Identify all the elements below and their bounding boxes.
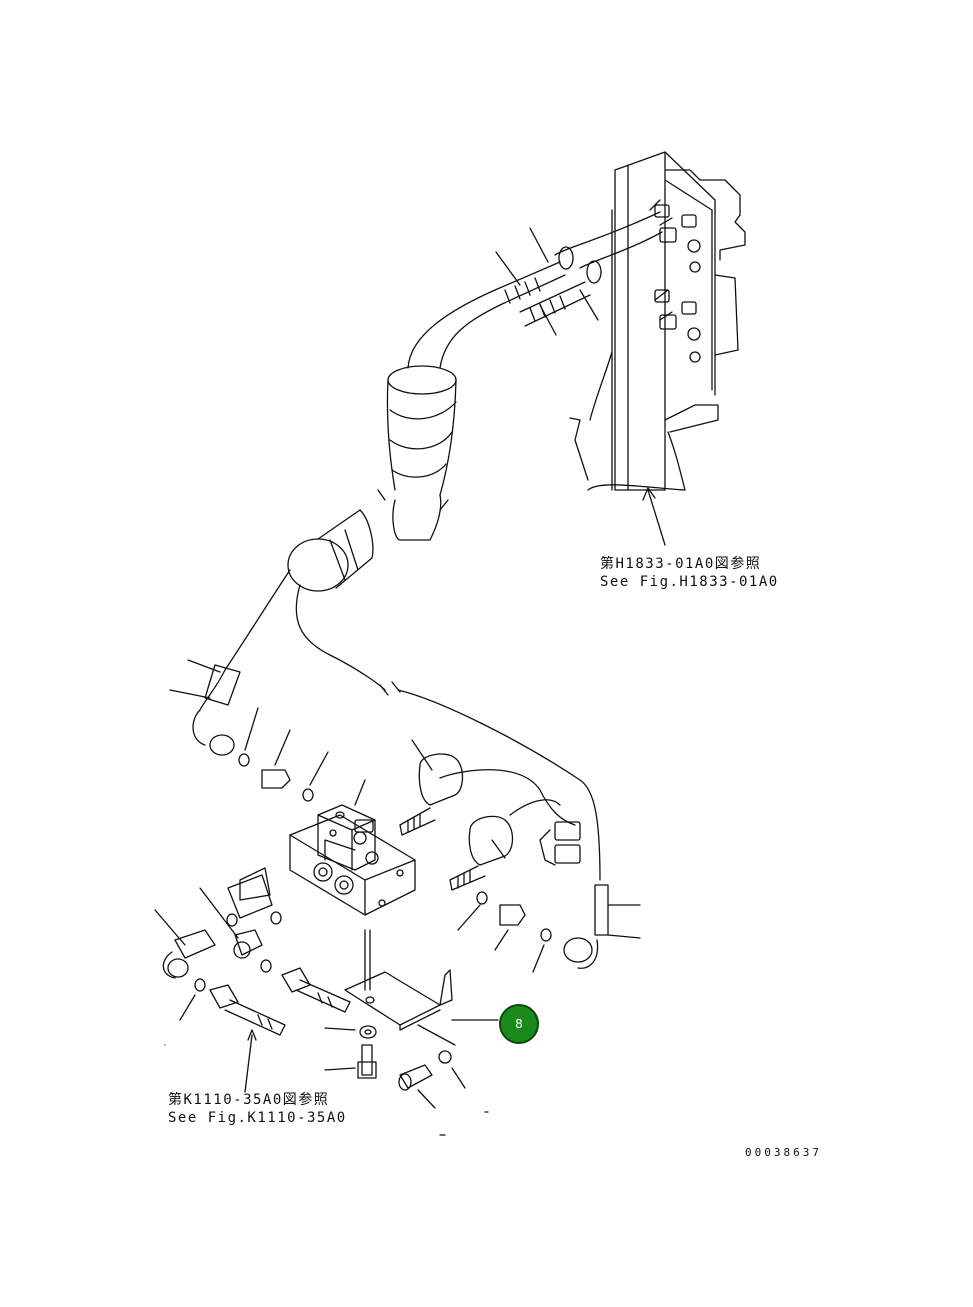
part-callout-number: 8	[515, 1017, 523, 1031]
frame-assembly	[569, 151, 746, 491]
valve-block	[239, 779, 416, 991]
hose-protector	[287, 365, 457, 592]
upper-hoses	[407, 211, 663, 369]
fittings-right	[457, 891, 552, 973]
bracket-bolts	[164, 967, 499, 1136]
reference-arrow-upper	[647, 489, 666, 546]
reference-lower-jp: 第K1110-35A0図参照	[168, 1092, 330, 1108]
harness-lines	[169, 569, 641, 969]
reference-upper-en: See Fig.H1833-01A0	[600, 574, 779, 590]
reference-arrowhead-upper	[642, 487, 656, 501]
document-id: 00038637	[745, 1146, 822, 1159]
reference-upper-jp: 第H1833-01A0図参照	[600, 556, 762, 572]
fittings-left	[154, 707, 329, 1021]
part-callout-8[interactable]: 8	[499, 1004, 539, 1044]
solenoid-valves	[399, 739, 581, 891]
reference-lower-en: See Fig.K1110-35A0	[168, 1110, 347, 1126]
